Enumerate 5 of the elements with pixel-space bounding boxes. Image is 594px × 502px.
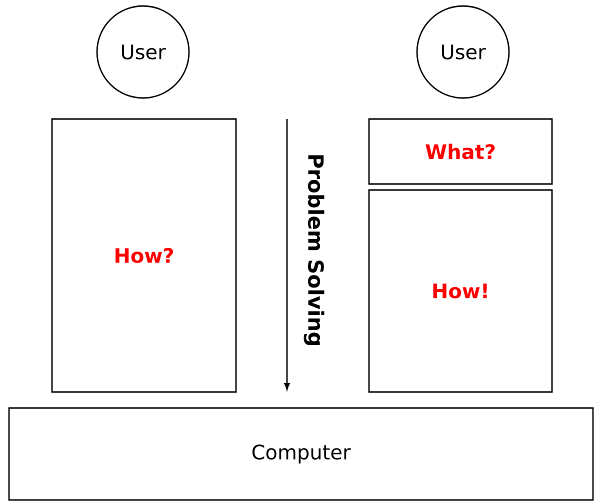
arrow-label: Problem Solving [304, 155, 324, 345]
process-box: How! [368, 189, 553, 393]
computer-box: Computer [8, 407, 594, 501]
process-box: What? [368, 118, 553, 185]
process-box: How? [51, 118, 237, 393]
